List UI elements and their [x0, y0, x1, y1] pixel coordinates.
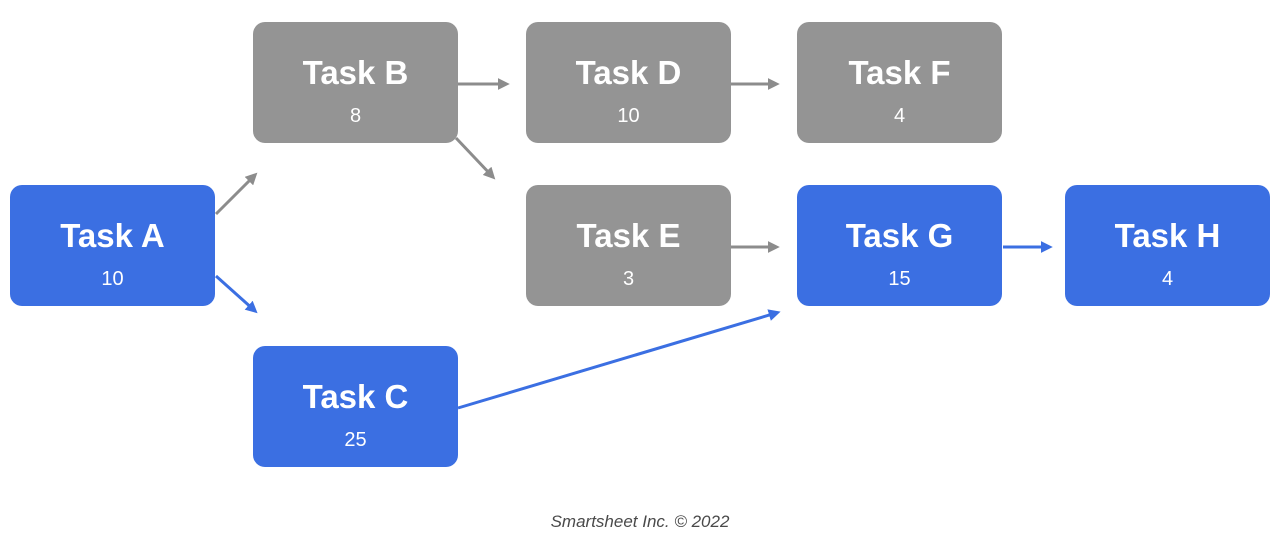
task-a-node: Task A 10	[10, 185, 215, 306]
task-f-duration: 4	[893, 105, 906, 127]
task-g-node: Task G 15	[797, 185, 1002, 306]
arrow-a-to-c	[214, 274, 258, 314]
task-a-name: Task A	[60, 217, 165, 254]
task-h-node: Task H 4	[1065, 185, 1270, 306]
task-d-name: Task D	[575, 54, 682, 91]
task-c-node: Task C 25	[253, 346, 458, 467]
task-b-duration: 8	[349, 105, 362, 127]
task-f-name: Task F	[848, 54, 951, 91]
task-f-node: Task F 4	[797, 22, 1002, 143]
task-c-duration: 25	[344, 429, 367, 451]
task-c-name: Task C	[302, 378, 409, 415]
task-g-duration: 15	[888, 268, 911, 290]
task-b-node: Task B 8	[253, 22, 458, 143]
task-b-name: Task B	[302, 54, 409, 91]
task-d-node: Task D 10	[526, 22, 731, 143]
arrow-b-to-e	[454, 136, 496, 180]
arrow-a-to-b	[214, 172, 258, 216]
task-h-duration: 4	[1161, 268, 1174, 290]
task-e-duration: 3	[622, 268, 635, 290]
task-h-name: Task H	[1114, 217, 1221, 254]
arrow-c-to-g	[457, 309, 781, 410]
task-a-duration: 10	[101, 268, 124, 290]
task-e-name: Task E	[576, 217, 681, 254]
task-e-node: Task E 3	[526, 185, 731, 306]
task-d-duration: 10	[617, 105, 640, 127]
task-g-name: Task G	[845, 217, 954, 254]
copyright-credit: Smartsheet Inc. © 2022	[550, 512, 730, 531]
